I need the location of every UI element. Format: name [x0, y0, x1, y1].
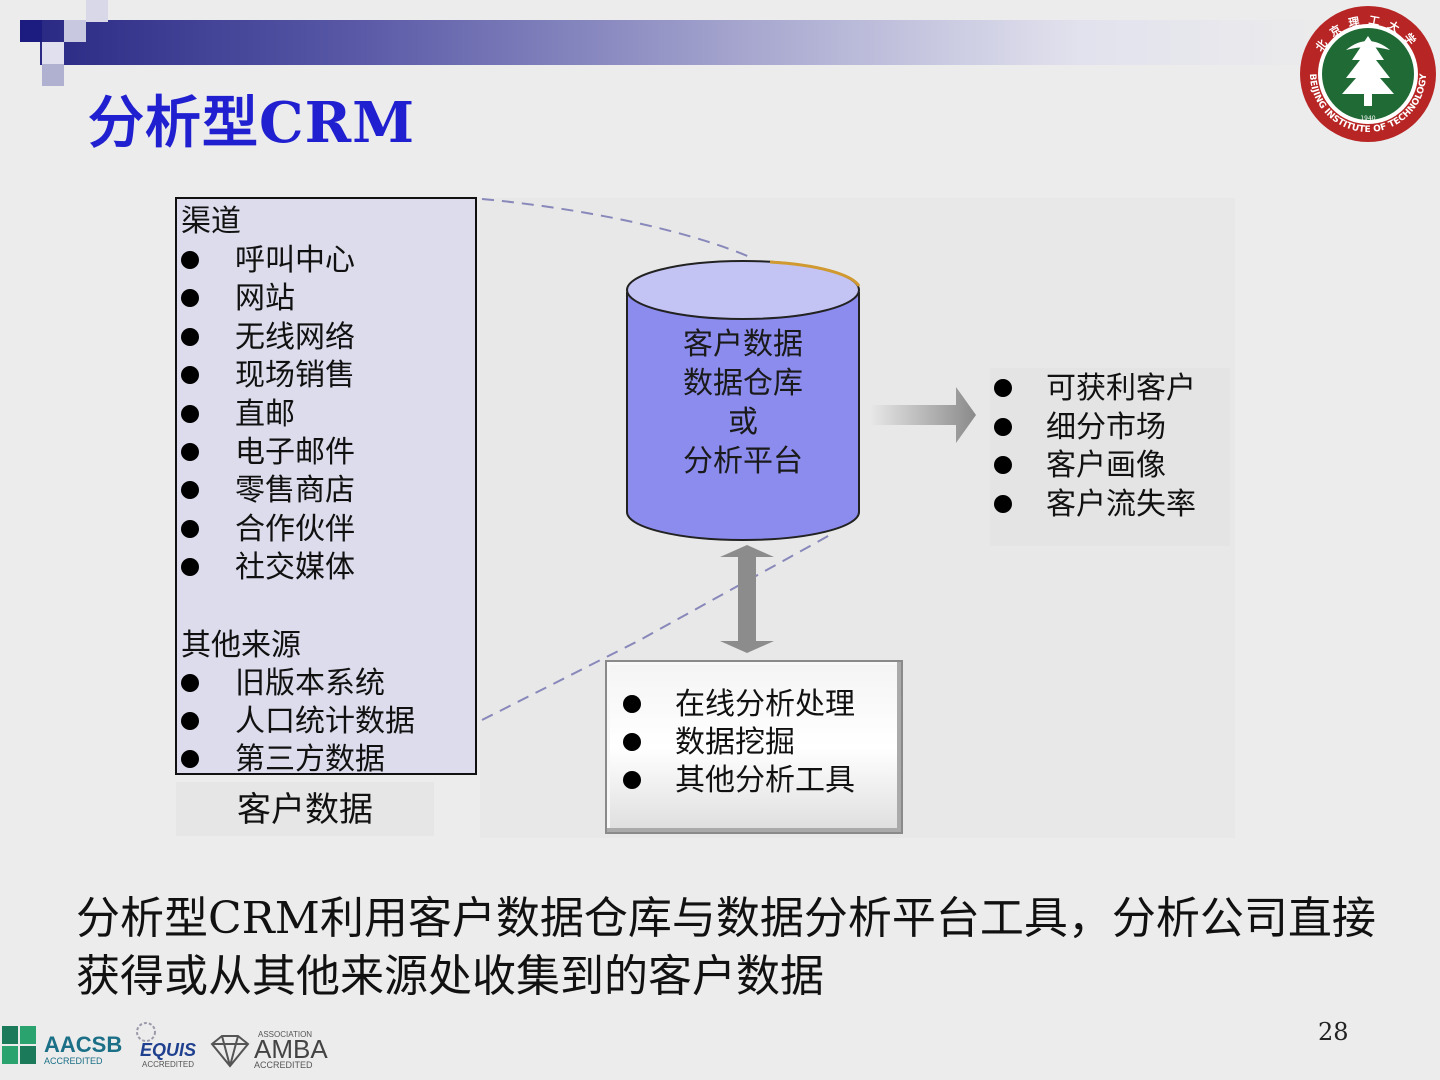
bullet-icon — [181, 251, 199, 269]
slide-title: 分析型CRM — [88, 90, 416, 156]
result-item: 客户画像 — [994, 447, 1166, 485]
channel-item: 直邮 — [181, 397, 295, 433]
amba-toptext: ASSOCIATION — [258, 1030, 313, 1039]
header-gradient-bar — [40, 20, 1340, 65]
bullet-icon — [181, 405, 199, 423]
aacsb-subtext: ACCREDITED — [44, 1056, 103, 1066]
tool-item: 在线分析处理 — [623, 686, 855, 724]
bullet-icon — [181, 443, 199, 461]
channel-item: 呼叫中心 — [181, 243, 355, 279]
vertical-double-arrow-icon — [720, 545, 774, 653]
header-square — [42, 42, 64, 64]
result-item: 可获利客户 — [994, 370, 1196, 408]
bullet-icon — [994, 418, 1012, 436]
result-item: 细分市场 — [994, 409, 1166, 447]
bullet-icon — [181, 366, 199, 384]
other-source-item: 旧版本系统 — [181, 666, 385, 702]
channel-item: 社交媒体 — [181, 550, 355, 586]
bullet-icon — [994, 379, 1012, 397]
bullet-icon — [181, 328, 199, 346]
warehouse-label: 客户数据 数据仓库 或 分析平台 — [628, 325, 858, 481]
other-source-item: 人口统计数据 — [181, 704, 415, 740]
source-box-caption: 客户数据 — [176, 782, 434, 836]
header-square — [86, 0, 108, 22]
warehouse-label-line: 分析平台 — [683, 444, 803, 479]
bullet-icon — [181, 520, 199, 538]
warehouse-label-line: 数据仓库 — [683, 366, 803, 401]
amba-text: AMBA — [254, 1034, 328, 1064]
bullet-icon — [623, 695, 641, 713]
tool-item: 数据挖掘 — [623, 724, 795, 762]
aacsb-emblem-icon — [2, 1026, 36, 1064]
university-seal-logo: 1940 BEIJING INSTITUTE OF TECHNOLOGY 北京理… — [1300, 6, 1436, 142]
header-square — [64, 20, 86, 42]
other-sources-heading: 其他来源 — [181, 628, 301, 663]
tool-item: 其他分析工具 — [623, 762, 855, 800]
bullet-icon — [181, 289, 199, 307]
bullet-icon — [181, 481, 199, 499]
channel-item: 合作伙伴 — [181, 512, 355, 548]
bullet-icon — [994, 495, 1012, 513]
amba-diamond-icon — [210, 1035, 250, 1068]
result-item: 客户流失率 — [994, 486, 1196, 524]
bullet-icon — [994, 456, 1012, 474]
amba-logo: ASSOCIATION AMBA ACCREDITED — [208, 1030, 330, 1074]
bullet-icon — [623, 733, 641, 751]
bullet-icon — [181, 750, 199, 768]
header-square — [20, 20, 42, 42]
equis-subtext: ACCREDITED — [142, 1060, 195, 1069]
channel-item: 网站 — [181, 281, 295, 317]
customer-data-sources-box: 渠道 呼叫中心 网站 无线网络 现场销售 直邮 电子邮件 零售商店 合作伙伴 社… — [175, 197, 477, 778]
bullet-icon — [623, 771, 641, 789]
svg-text:1940: 1940 — [1360, 115, 1375, 122]
bullet-icon — [181, 674, 199, 692]
bullet-icon — [181, 712, 199, 730]
channel-item: 零售商店 — [181, 473, 355, 509]
amba-subtext: ACCREDITED — [254, 1060, 313, 1070]
bullet-icon — [181, 558, 199, 576]
results-background-panel — [990, 368, 1230, 546]
header-square — [42, 64, 64, 86]
summary-text: 分析型CRM利用客户数据仓库与数据分析平台工具，分析公司直接获得或从其他来源处收… — [76, 893, 1376, 1002]
other-source-item: 第三方数据 — [181, 742, 385, 778]
channel-item: 电子邮件 — [181, 435, 355, 471]
warehouse-label-line: 或 — [728, 405, 758, 440]
right-arrow-icon — [870, 387, 976, 443]
page-number: 28 — [1318, 1018, 1349, 1046]
channel-item: 无线网络 — [181, 320, 355, 356]
aacsb-logo: AACSB ACCREDITED — [0, 1026, 122, 1070]
data-warehouse-cylinder — [626, 260, 861, 541]
warehouse-label-line: 客户数据 — [683, 327, 803, 362]
channels-heading: 渠道 — [181, 204, 241, 239]
equis-text: EQUIS — [140, 1040, 197, 1060]
analysis-tools-box: 在线分析处理 数据挖掘 其他分析工具 — [605, 660, 903, 834]
channel-item: 现场销售 — [181, 358, 355, 394]
equis-swirl-icon — [136, 1022, 156, 1042]
aacsb-text: AACSB — [44, 1032, 123, 1057]
equis-logo: EQUIS ACCREDITED — [124, 1020, 204, 1070]
